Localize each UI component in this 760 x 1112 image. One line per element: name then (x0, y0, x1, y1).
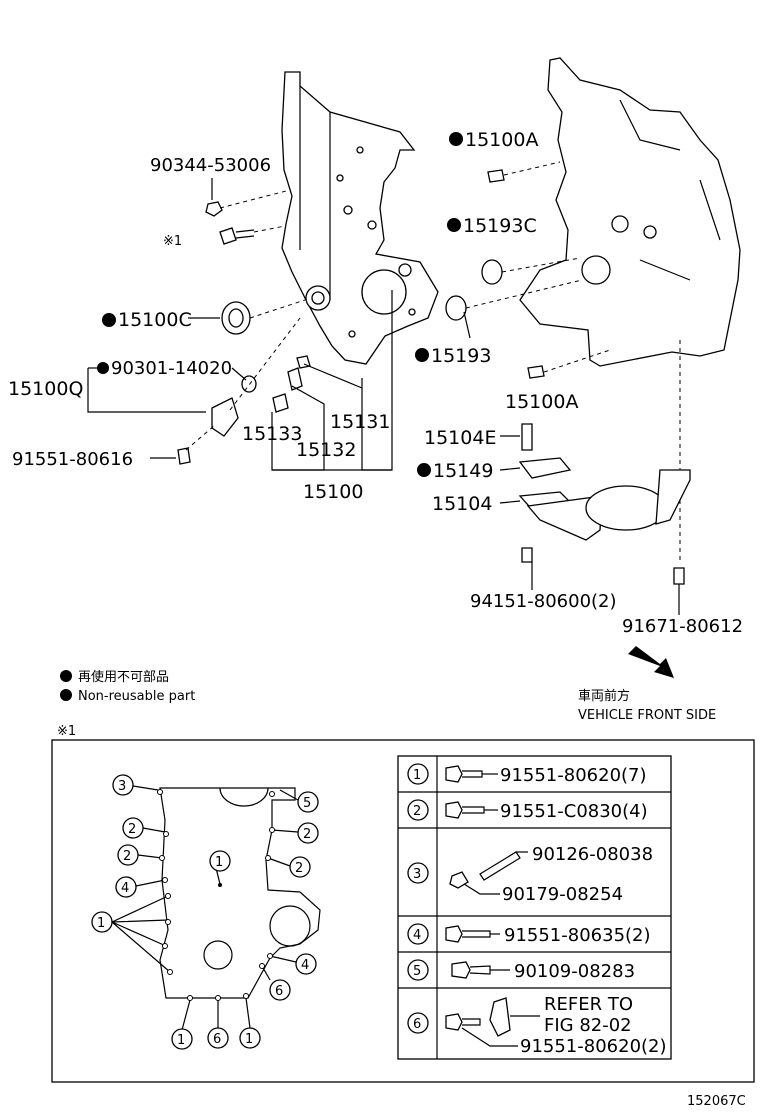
table-part-number: 91551-80635(2) (504, 925, 651, 946)
non-reusable-mark (449, 132, 463, 146)
legend: 再使用不可部品 Non-reusable part (60, 669, 195, 704)
table-part-number: 91551-80620(7) (500, 765, 647, 786)
leader-lines (87, 178, 680, 615)
label-15100a-top: 15100A (465, 129, 538, 151)
front-en: VEHICLE FRONT SIDE (578, 708, 716, 723)
label-15132: 15132 (296, 439, 356, 461)
bolt-table: 1 2 3 4 5 6 (397, 755, 672, 1060)
vehicle-front-indicator: 車両前方 VEHICLE FRONT SIDE (578, 646, 716, 723)
table-row-number: 1 (413, 768, 421, 783)
timing-cover-illustration (281, 71, 439, 365)
bracket-icon (489, 997, 511, 1037)
detail-box (51, 739, 755, 1083)
bolt-icon (445, 925, 491, 943)
label-90344: 90344-53006 (150, 155, 271, 176)
bolt-icon (445, 801, 485, 819)
non-reusable-mark (415, 348, 429, 362)
figure-id: 152067C (687, 1094, 746, 1109)
stud-icon (479, 851, 521, 881)
callout-number: 1 (245, 1032, 253, 1047)
label-91551: 91551-80616 (12, 449, 133, 470)
label-15104: 15104 (432, 493, 492, 515)
table-part-number: 90109-08283 (514, 961, 635, 982)
table-part-number: REFER TO (544, 994, 633, 1015)
legend-jp: 再使用不可部品 (78, 669, 169, 685)
detail-ref: ※1 (57, 724, 76, 739)
nut-icon (449, 871, 469, 889)
label-90301: 90301-14020 (111, 358, 232, 379)
left-small-parts (177, 189, 311, 465)
label-94151: 94151-80600(2) (470, 591, 617, 612)
table-row-number: 2 (413, 804, 421, 819)
callout-number: 2 (123, 849, 131, 864)
non-reusable-mark (417, 463, 431, 477)
callout-number: 4 (121, 881, 129, 896)
callout-number: 5 (303, 796, 311, 811)
table-part-number: 90179-08254 (502, 884, 623, 905)
label-15133: 15133 (242, 423, 302, 445)
label-note-ref: ※1 (163, 234, 182, 249)
label-15100: 15100 (303, 481, 363, 503)
label-15100a-bottom: 15100A (505, 391, 578, 413)
table-row-number: 3 (413, 867, 421, 882)
label-15100c: 15100C (118, 309, 192, 331)
legend-bullet (60, 670, 72, 682)
callout-number: 1 (215, 855, 223, 870)
table-row-number: 4 (413, 928, 421, 943)
legend-en: Non-reusable part (78, 689, 195, 704)
non-reusable-mark (447, 218, 461, 232)
bolt-icon (445, 1013, 481, 1031)
stud-bolt-icon (451, 961, 491, 979)
label-15193c: 15193C (463, 215, 537, 237)
engine-block-illustration (519, 57, 741, 560)
callout-number: 2 (295, 861, 303, 876)
callout-number: 6 (275, 984, 283, 999)
table-part-number: 90126-08038 (532, 844, 653, 865)
label-15100q: 15100Q (8, 378, 83, 400)
table-part-number: 91551-80620(2) (520, 1036, 667, 1057)
label-15104e: 15104E (424, 427, 496, 449)
front-arrow-icon (628, 646, 674, 678)
callout-number: 2 (303, 827, 311, 842)
bolt-icon (445, 765, 483, 783)
table-row-number: 6 (413, 1017, 421, 1032)
callout-number: 2 (128, 822, 136, 837)
non-reusable-mark (102, 313, 116, 327)
callout-number: 3 (118, 779, 126, 794)
label-15149: 15149 (433, 460, 493, 482)
right-small-parts (445, 161, 691, 585)
table-part-number: 91551-C0830(4) (500, 801, 648, 822)
callout-number: 4 (301, 958, 309, 973)
legend-bullet (60, 689, 72, 701)
front-jp: 車両前方 (578, 688, 630, 704)
label-91671: 91671-80612 (622, 616, 743, 637)
detail-cover-outline (159, 787, 321, 999)
table-part-number: FIG 82-02 (544, 1015, 632, 1036)
part-labels: 90344-53006 ※1 15100C 90301-14020 15100Q… (8, 129, 743, 637)
table-row-number: 5 (413, 964, 421, 979)
callout-number: 1 (97, 916, 105, 931)
callout-number: 1 (177, 1033, 185, 1048)
label-15131: 15131 (330, 411, 390, 433)
callout-number: 6 (213, 1032, 221, 1047)
label-15193: 15193 (431, 345, 491, 367)
detail-callouts: 3 2 2 4 1 1 6 1 1 6 4 2 2 (91, 774, 319, 1050)
non-reusable-mark (97, 362, 109, 374)
